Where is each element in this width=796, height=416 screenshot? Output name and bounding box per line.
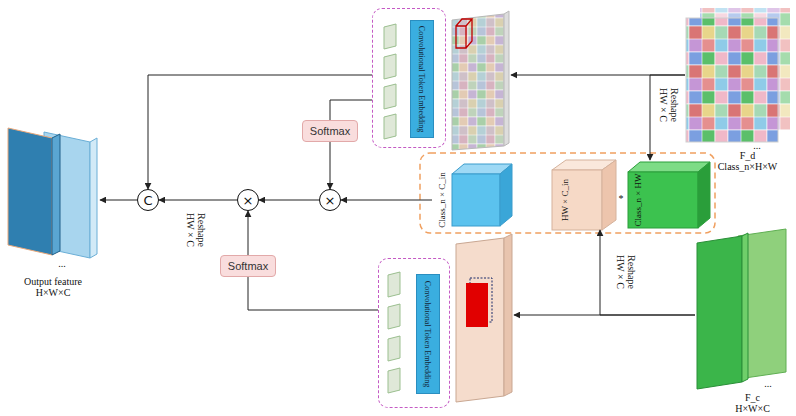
caption-text: Class_n×H×W [705, 161, 790, 172]
node-text: Class_n × C_in [436, 167, 448, 233]
group-frame [420, 153, 715, 233]
annotation-label: ... [742, 140, 772, 151]
tensor-stack: F_dClass_n×H×W [685, 8, 790, 142]
annotation-label: Reshape HW × C [658, 83, 680, 127]
node-text: Class_n × HW [632, 168, 644, 232]
flow-arrow [248, 277, 378, 310]
class-map [686, 18, 778, 142]
token-slice [384, 24, 396, 49]
flow-arrow [330, 142, 331, 189]
token-slice [384, 54, 396, 79]
module-box: Convolutional Token Embedding [372, 8, 446, 148]
token-slice [388, 368, 400, 393]
caption-block: F_dClass_n×H×W [705, 150, 790, 172]
node-text: C [143, 194, 152, 207]
caption-text: F_c [715, 392, 790, 403]
slab-side [504, 234, 512, 396]
caption-text: H×W×C [715, 403, 790, 414]
node-text: × [325, 194, 336, 207]
content-map [456, 238, 504, 402]
tensor-cuboid: Class_n × HW [626, 160, 712, 228]
flow-arrow [159, 200, 237, 201]
cuboid-side [500, 164, 512, 226]
flow-arrow [650, 75, 685, 160]
operator-circle: × [237, 189, 259, 211]
annotation-label: Reshape HW × C [615, 250, 637, 294]
annotation-label: * [615, 193, 627, 204]
token-slice [388, 336, 400, 361]
cuboid-side [698, 162, 710, 228]
flow-arrow [259, 200, 319, 201]
slab-face [697, 236, 742, 389]
cuboid-top [628, 162, 710, 172]
flow-arrow [100, 200, 137, 201]
node-text: Convolutional Token Embedding [410, 20, 434, 138]
annotation-label: Reshape HW × C [185, 208, 207, 252]
normalize-box: Softmax [302, 120, 358, 142]
tensor-stack: Output feature H×W×C [5, 125, 100, 260]
node-text: × [243, 194, 254, 207]
patch-cube [456, 19, 472, 48]
input-arrow [511, 75, 685, 76]
cuboid-front [452, 174, 500, 226]
token-slice [388, 272, 400, 297]
slab-side [52, 134, 60, 255]
flow-arrow [600, 230, 695, 315]
annotation-label: ... [47, 258, 77, 269]
flow-arrow [248, 211, 249, 255]
caption-text: Output feature H×W×C [17, 276, 89, 298]
slab-side [504, 11, 509, 146]
flow-arrow [341, 200, 432, 201]
token-grid [452, 14, 504, 150]
cuboid-front [552, 170, 602, 230]
operator-circle: × [319, 189, 341, 211]
normalize-box: Softmax [220, 255, 276, 277]
caption-block: Output feature H×W×C [17, 276, 89, 298]
token-slice [384, 84, 396, 109]
cuboid-side [602, 160, 616, 230]
tensor-cuboid: HW × C_in [552, 158, 618, 230]
patch-block [466, 283, 488, 327]
tensor-stack: F_cH×W×C [695, 230, 790, 390]
flow-arrow [330, 100, 372, 120]
operator-circle: C [137, 189, 159, 211]
input-arrow [514, 315, 695, 316]
slab-face [8, 128, 52, 255]
slab-side [90, 138, 97, 258]
annotation-label: ... [753, 378, 783, 389]
node-text: Softmax [310, 125, 350, 137]
token-slice [384, 114, 396, 139]
module-box: Convolutional Token Embedding [378, 258, 450, 408]
tensor-cuboid: Class_n × C_in [432, 164, 512, 228]
flow-arrow [148, 75, 372, 189]
caption-text: F_d [705, 150, 790, 161]
node-text: Convolutional Token Embedding [416, 274, 440, 394]
node-text: HW × C_in [559, 171, 571, 229]
slab-side [742, 233, 748, 382]
caption-block: F_cH×W×C [715, 392, 790, 414]
node-text: Softmax [228, 260, 268, 272]
token-slice [388, 304, 400, 329]
